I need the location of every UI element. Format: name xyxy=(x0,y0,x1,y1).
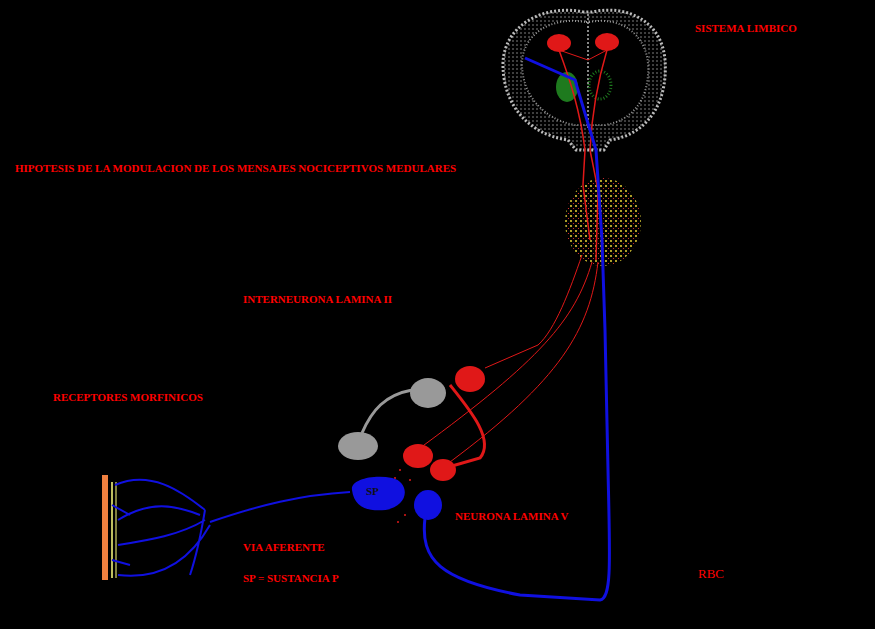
brain-section xyxy=(503,10,665,150)
part-label: VIA AFERENTE xyxy=(243,541,325,554)
diagram-title: HIPOTESIS DE LA MODULACION DE LOS MENSAJ… xyxy=(15,162,456,175)
part-label: INTERNEURONA LAMINA II xyxy=(243,293,392,306)
interneuron xyxy=(455,366,485,392)
part-label: RBC xyxy=(698,567,724,580)
limbic-nucleus xyxy=(595,33,619,51)
part-label: NEURONA LAMINA V xyxy=(455,510,568,523)
part-label: SISTEMA LIMBICO xyxy=(695,22,797,35)
interneuron xyxy=(403,444,433,468)
part-label: SP = SUSTANCIA P xyxy=(243,572,339,585)
part-label: RECEPTORES MORFINICOS xyxy=(53,391,203,404)
sp-terminal: SP xyxy=(346,472,412,512)
opioid-neuron xyxy=(338,432,378,460)
opioid-neuron xyxy=(410,378,446,408)
terminal-shape xyxy=(346,472,412,512)
skin xyxy=(102,475,108,580)
interneuron xyxy=(430,459,456,481)
lamina-v-neuron xyxy=(414,490,442,520)
node-text: SP xyxy=(366,485,379,497)
limbic-nucleus xyxy=(547,34,571,52)
